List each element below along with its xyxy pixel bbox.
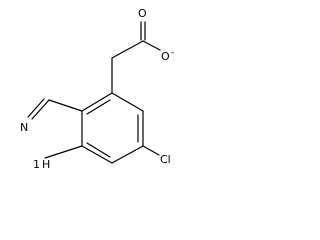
chlorine-label: Cl — [160, 153, 171, 166]
ring-nitrogen-label: N — [20, 121, 28, 134]
chemical-structure: O O - N H 1 N Cl — [20, 7, 174, 171]
carbonyl-oxygen-label: O — [138, 7, 147, 20]
bond-c3a-c4 — [81, 92, 113, 112]
bond-c3-n2-double — [27, 98, 45, 118]
structure-canvas: O O - N H 1 N Cl — [0, 0, 184, 199]
bond-c3a-c3 — [48, 99, 83, 112]
bond-n1-c7a — [44, 145, 83, 159]
nh-locant-label: 1 — [33, 158, 40, 171]
bond-c3-n2 — [31, 99, 50, 120]
bond-c4-c5 — [111, 92, 144, 112]
nh-hydrogen-label: H — [42, 158, 50, 171]
bond-carboxylate-o — [142, 40, 161, 51]
bond-c7-c7a — [81, 145, 113, 164]
bond-c3a-c4-inner — [86, 99, 111, 115]
bond-c7-c7a-inner — [86, 142, 111, 158]
carboxylate-charge-label: - — [171, 48, 174, 58]
carboxylate-oxygen-label: O — [161, 50, 170, 63]
bond-c6-c7 — [111, 145, 144, 164]
bond-c6-cl — [142, 145, 160, 156]
bond-ch2-carboxyl — [111, 40, 144, 59]
